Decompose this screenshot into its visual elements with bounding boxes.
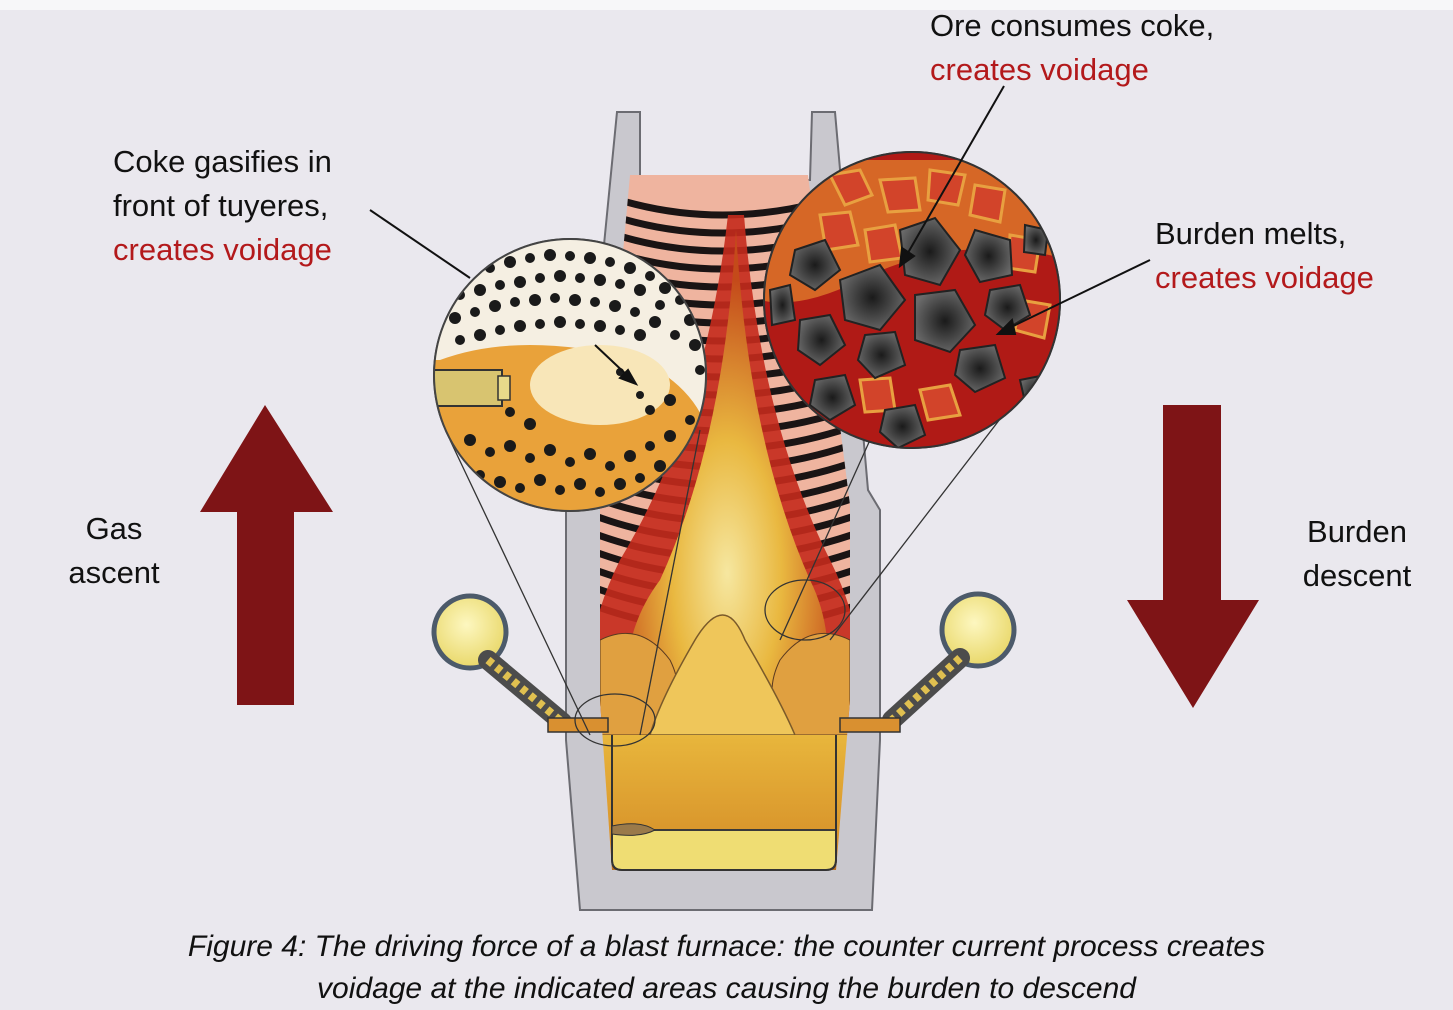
gas-ascent-line2: ascent [60, 551, 168, 595]
coke-gasifies-line2: front of tuyeres, [113, 184, 332, 228]
hot-metal-pool [612, 830, 836, 870]
burden-melts-line2: creates voidage [1155, 256, 1374, 300]
coke-gasifies-line3: creates voidage [113, 228, 332, 272]
ore-consumes-line1: Ore consumes coke, [930, 4, 1214, 48]
figure-caption: Figure 4: The driving force of a blast f… [0, 926, 1453, 1010]
coke-gasifies-label: Coke gasifies in front of tuyeres, creat… [113, 140, 332, 272]
caption-line1: Figure 4: The driving force of a blast f… [0, 926, 1453, 968]
ore-consumes-line2: creates voidage [930, 48, 1214, 92]
burden-descent-label: Burden descent [1292, 510, 1422, 598]
burden-melts-label: Burden melts, creates voidage [1155, 212, 1374, 300]
ore-consumes-label: Ore consumes coke, creates voidage [930, 4, 1214, 92]
caption-line2: voidage at the indicated areas causing t… [0, 968, 1453, 1010]
top-margin [0, 0, 1453, 10]
gas-ascent-label: Gas ascent [60, 507, 168, 595]
burden-melts-line1: Burden melts, [1155, 212, 1374, 256]
gas-ascent-line1: Gas [60, 507, 168, 551]
burden-descent-line2: descent [1292, 554, 1422, 598]
coke-gasifies-line1: Coke gasifies in [113, 140, 332, 184]
burden-descent-line1: Burden [1292, 510, 1422, 554]
